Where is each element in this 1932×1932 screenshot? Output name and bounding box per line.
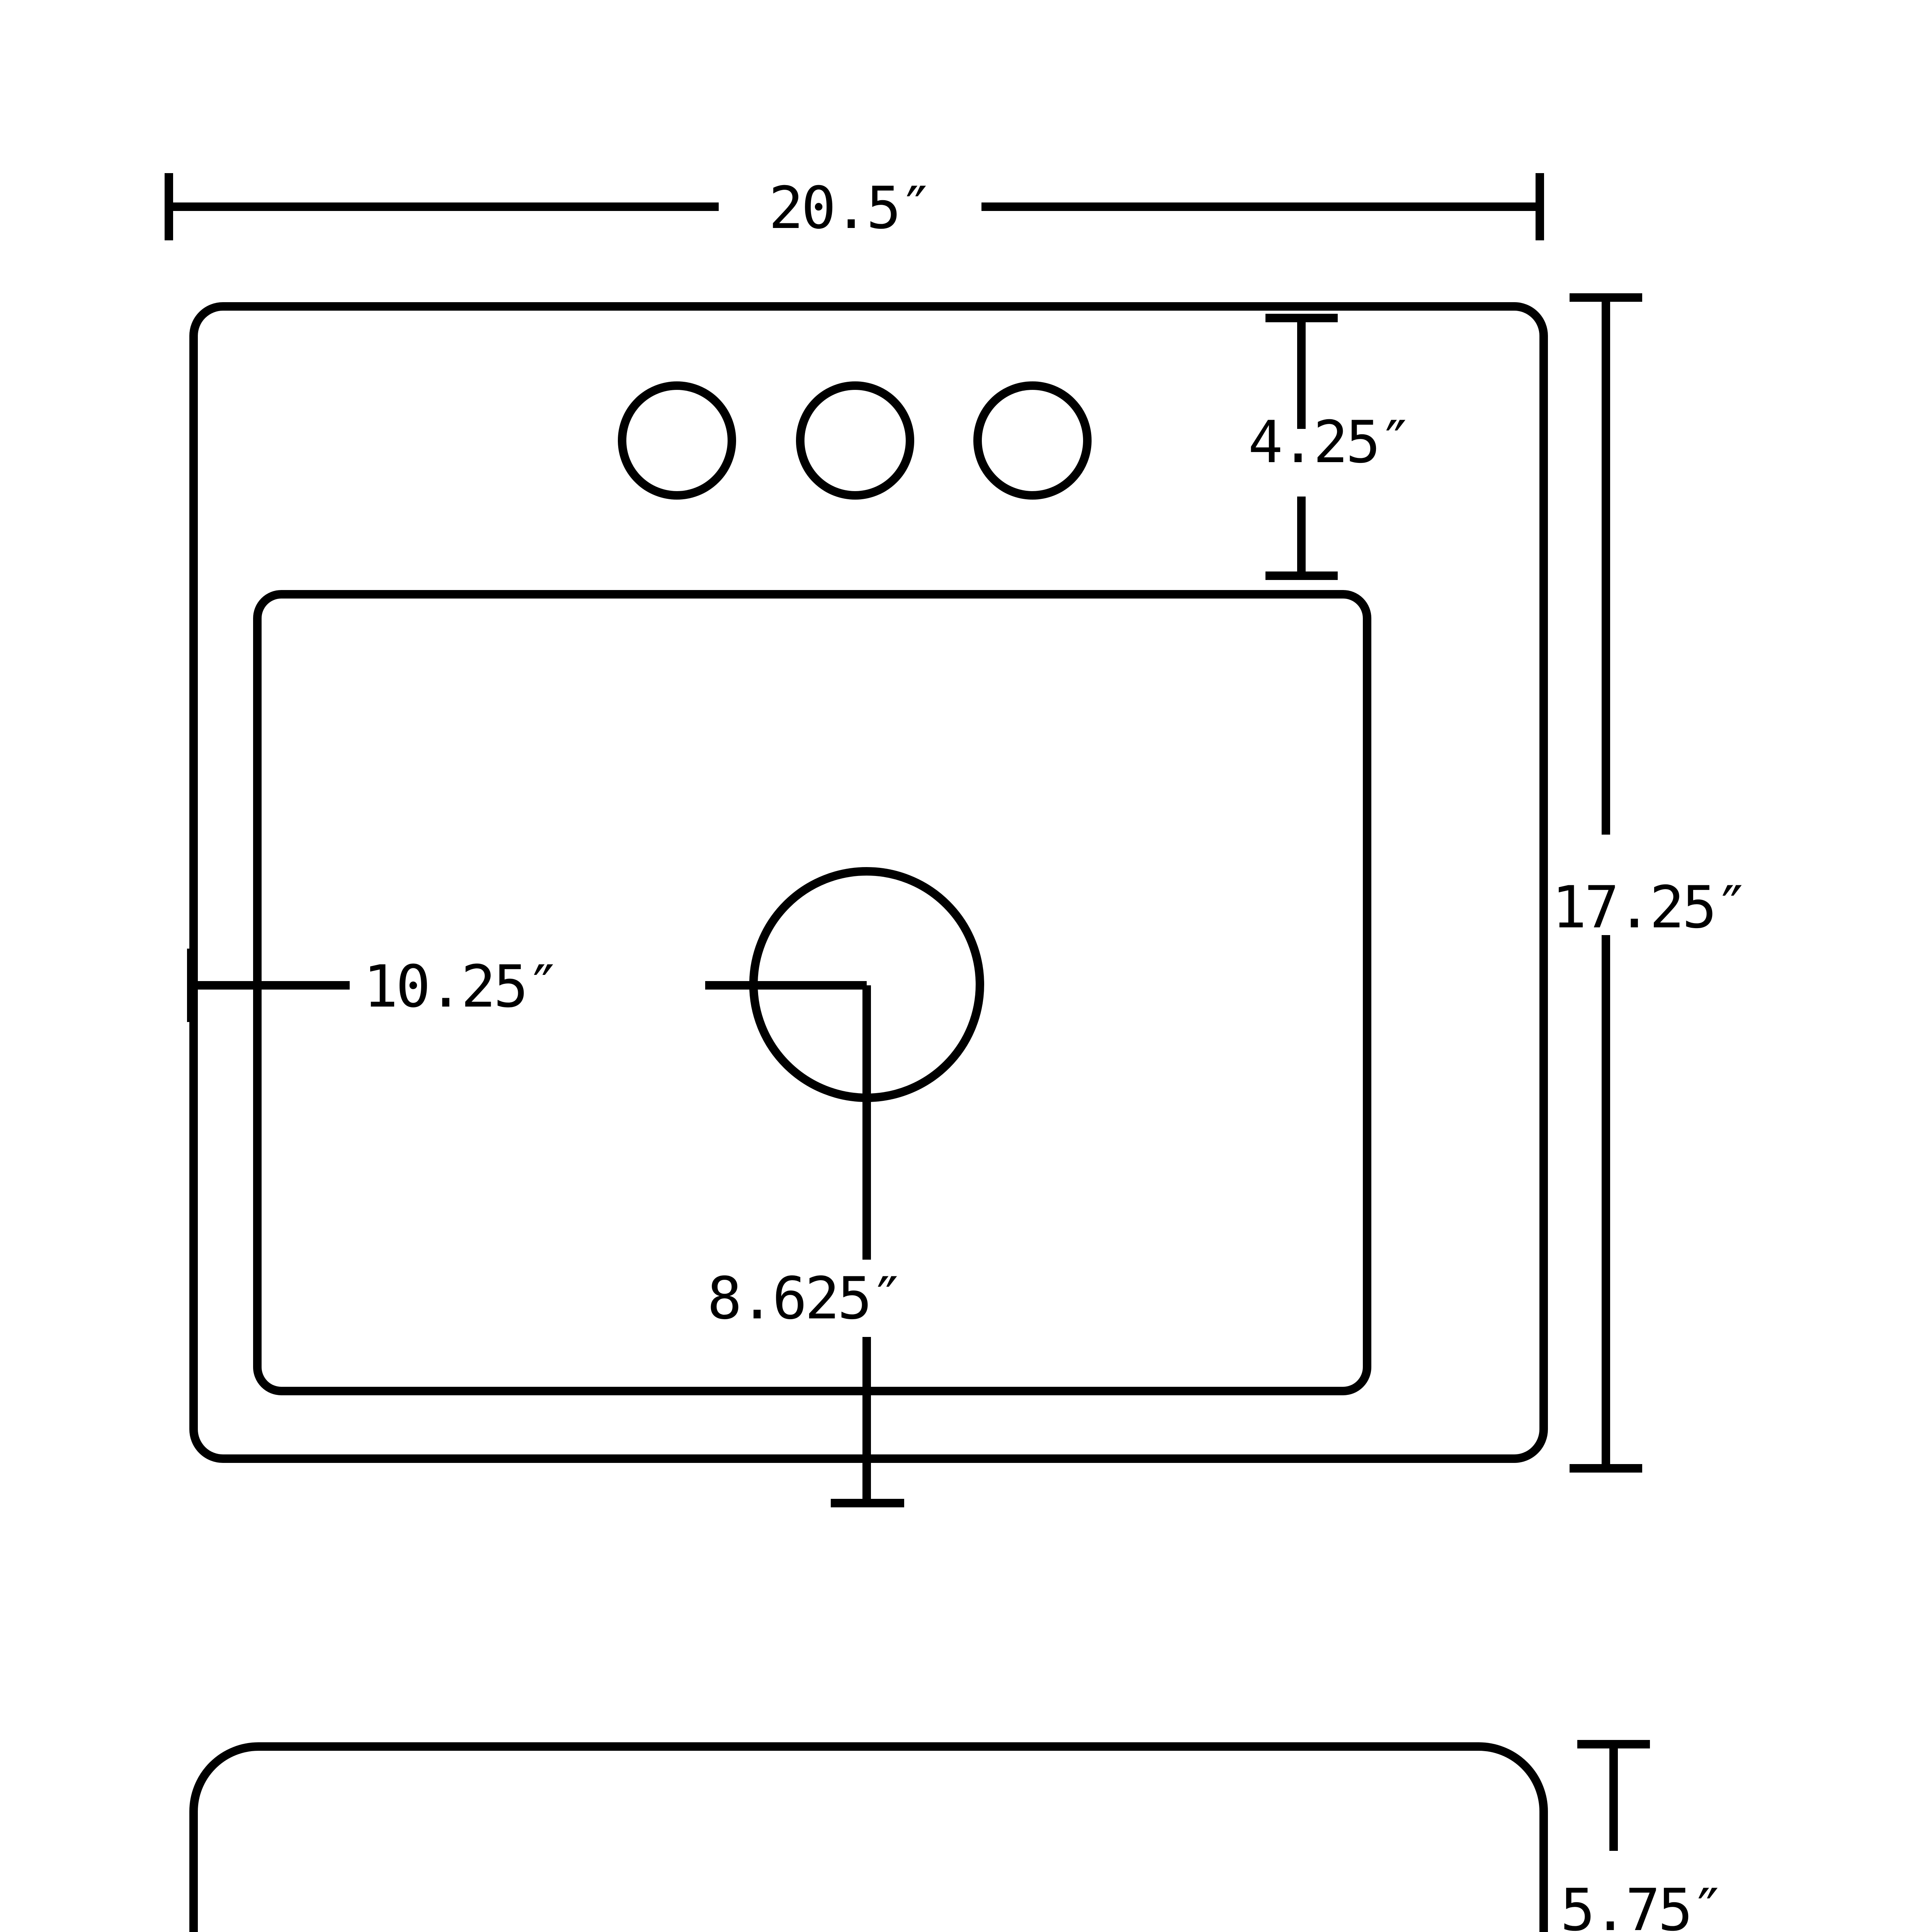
dimension-drain-from-front: 8.625″	[692, 1217, 1121, 1507]
faucet-hole-center	[796, 381, 914, 500]
dimension-faucet-hole-offset: 4.25″	[1248, 314, 1413, 580]
dim-text-mask-drain-front	[692, 1260, 1121, 1337]
dimension-overall-width: 20.5″	[165, 173, 1544, 242]
side-view-group: 5.75″	[189, 1740, 1726, 1932]
dimension-overall-height: 5.75″	[1560, 1740, 1726, 1932]
top-view-group: 20.5″ 4.25″ 17.25″	[165, 173, 1750, 1507]
faucet-hole-right	[973, 381, 1092, 500]
sink-side-profile	[189, 1742, 1548, 1932]
dim-text-mask-drain-left	[350, 951, 705, 1024]
dim-label-drain-from-left: 10.25″	[363, 953, 559, 1020]
dim-label-overall-width: 20.5″	[769, 175, 932, 242]
dim-label-faucet-hole-offset: 4.25″	[1248, 409, 1411, 476]
dim-label-drain-from-front: 8.625″	[707, 1265, 903, 1332]
dimension-overall-depth: 17.25″	[1552, 293, 1750, 1473]
dimension-drain-from-left: 10.25″	[187, 949, 871, 1217]
faucet-hole-left	[618, 381, 736, 500]
dim-label-overall-height: 5.75″	[1560, 1877, 1723, 1932]
sink-inner-basin	[253, 590, 1371, 1395]
dim-label-overall-depth: 17.25″	[1552, 874, 1747, 941]
